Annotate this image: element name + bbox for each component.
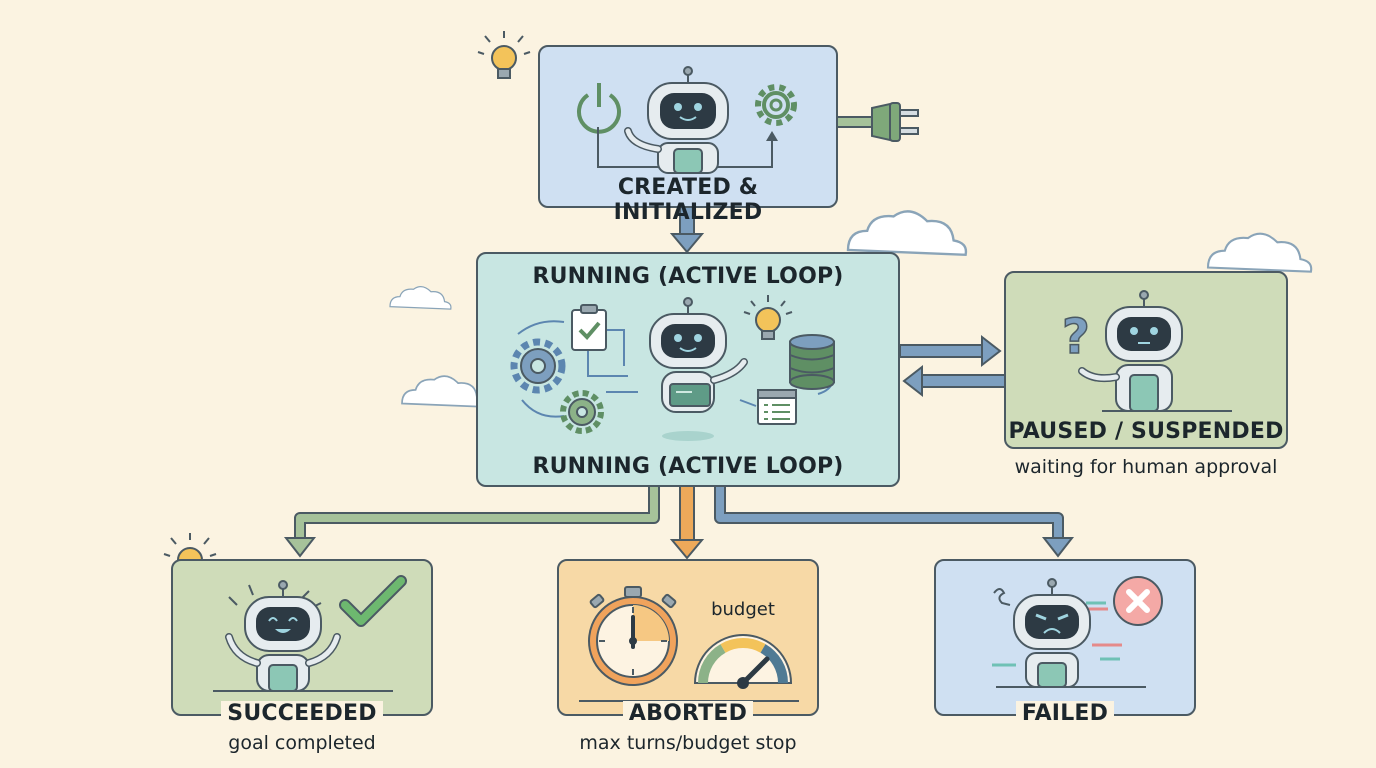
gear-icon — [755, 84, 797, 126]
plug-icon — [835, 102, 919, 142]
state-running: RUNNING (ACTIVE LOOP) — [476, 252, 900, 487]
cloud-icon — [1206, 232, 1313, 273]
robot-icon — [649, 297, 748, 441]
created-illustration — [577, 66, 797, 174]
state-succeeded: SUCCEEDED — [171, 559, 433, 726]
arrow-running-to-aborted — [669, 485, 705, 560]
state-failed-label: FAILED — [936, 701, 1194, 726]
state-created-label: CREATED & INITIALIZED — [613, 175, 763, 225]
succeeded-illustration — [213, 575, 407, 692]
state-paused-label: PAUSED / SUSPENDED — [1008, 419, 1284, 444]
gauge-label: budget — [711, 599, 775, 620]
state-paused-caption: waiting for human approval — [1014, 456, 1278, 478]
robot-icon — [624, 66, 729, 174]
error-x-icon — [1113, 576, 1163, 626]
arrow-paused-to-running — [902, 364, 1007, 398]
lightbulb-icon — [743, 295, 793, 340]
running-illustration — [510, 295, 835, 441]
gauge-icon — [693, 634, 793, 689]
cloud-icon — [401, 375, 487, 408]
power-icon — [577, 83, 621, 134]
state-running-label-bottom: RUNNING (ACTIVE LOOP) — [532, 454, 844, 479]
file-list-icon — [757, 389, 797, 425]
state-aborted-label: ABORTED — [559, 701, 817, 726]
state-succeeded-label-text: SUCCEEDED — [221, 701, 383, 726]
state-failed: FAILED — [934, 559, 1196, 726]
cloud-icon — [389, 286, 452, 310]
arrow-running-to-failed — [714, 486, 1075, 558]
state-paused: ? PAUSED / SUSPENDED — [1004, 271, 1288, 449]
state-failed-label-text: FAILED — [1015, 701, 1115, 726]
stopwatch-icon — [588, 586, 678, 686]
database-icon — [789, 334, 835, 390]
arrow-running-to-paused — [899, 334, 1002, 368]
state-running-label-top: RUNNING (ACTIVE LOOP) — [532, 264, 844, 289]
aborted-illustration: budget — [579, 586, 799, 702]
question-mark-icon: ? — [1062, 309, 1090, 365]
state-aborted-caption: max turns/budget stop — [579, 732, 797, 754]
arrow-created-to-running — [669, 205, 705, 254]
state-succeeded-label: SUCCEEDED — [173, 701, 431, 726]
cloud-icon — [846, 210, 968, 257]
state-created: CREATED & INITIALIZED — [538, 45, 838, 225]
clipboard-check-icon — [571, 304, 607, 351]
lightbulb-icon — [477, 31, 531, 79]
checkmark-icon — [339, 575, 407, 627]
state-aborted-label-text: ABORTED — [622, 701, 754, 726]
arrow-running-to-succeeded — [283, 486, 660, 558]
state-aborted: budget ABORTED — [557, 559, 819, 726]
failed-illustration — [992, 576, 1163, 688]
robot-icon — [1013, 578, 1091, 688]
state-succeeded-caption: goal completed — [228, 732, 376, 754]
gear-icon — [510, 338, 566, 394]
gear-icon — [560, 390, 604, 434]
robot-icon — [1078, 290, 1183, 412]
robot-icon — [225, 580, 341, 692]
paused-illustration: ? — [1061, 290, 1232, 412]
